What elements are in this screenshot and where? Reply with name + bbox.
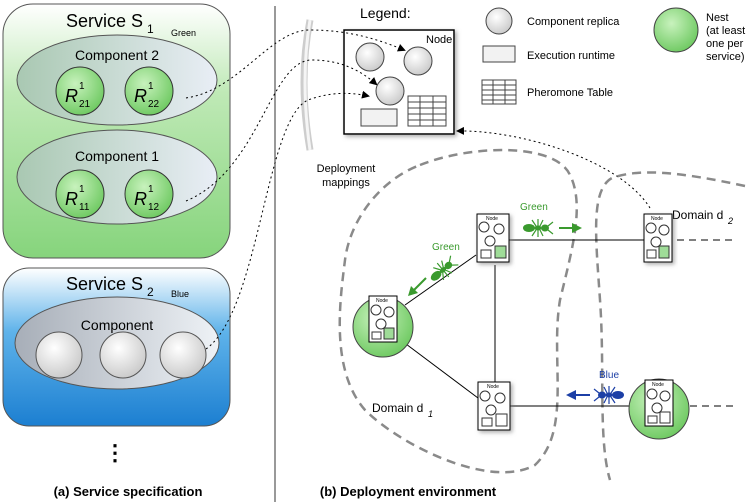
component-s2: Component <box>14 296 220 390</box>
replica-r12-sub: 12 <box>148 202 160 213</box>
node-top-right-content: Node <box>645 216 670 259</box>
replica-r21 <box>55 66 105 116</box>
legend-node-runtime <box>360 108 398 127</box>
ant-green-left-icon <box>430 255 459 281</box>
legend-node-table <box>407 95 447 127</box>
legend-replica-icon <box>485 7 513 35</box>
replica-r22 <box>124 66 174 116</box>
node-top-center-label: Node <box>486 216 498 222</box>
legend-table-label: Pheromone Table <box>527 87 613 99</box>
deployment-label-line1: Deployment <box>317 163 376 175</box>
replica-r22-sup: 1 <box>148 81 154 92</box>
replica-r11-sub: 11 <box>79 202 90 213</box>
service-s2-color-label: Blue <box>171 289 189 299</box>
service-s1-title: Service S <box>66 11 143 31</box>
legend-node-label: Node <box>426 34 452 46</box>
legend: Legend: Node Component replica Execution… <box>343 5 745 135</box>
replica-s2-3 <box>159 331 207 379</box>
service-s1-color-label: Green <box>171 28 196 38</box>
legend-nest-icon <box>653 7 699 53</box>
domain-d2-sub: 2 <box>727 216 733 226</box>
ant-blue-arrowhead <box>566 390 576 400</box>
replica-r21-sub: 21 <box>79 99 91 110</box>
ant-blue-label: Blue <box>599 370 619 381</box>
legend-runtime-label: Execution runtime <box>527 50 615 62</box>
component-s2-title: Component <box>81 317 153 333</box>
node-bottom-center-label: Node <box>487 384 499 390</box>
caption-left: (a) Service specification <box>54 484 203 499</box>
node-left-nest-label: Node <box>376 298 388 304</box>
ant-blue-icon <box>593 386 624 404</box>
component-2-title: Component 2 <box>75 47 159 63</box>
domain-d1-boundary <box>338 148 578 474</box>
ant-green-left-arrowhead <box>408 286 418 296</box>
service-s2-subscript: 2 <box>147 285 154 299</box>
node-bottom-center-content: Node <box>479 384 508 427</box>
replica-r11-sup: 1 <box>79 184 85 195</box>
node-right-nest: Node <box>644 379 674 427</box>
legend-node-replica-3 <box>375 76 405 106</box>
replica-r11 <box>55 169 105 219</box>
legend-title: Legend: <box>360 5 411 21</box>
ant-green-right-label: Green <box>520 202 548 213</box>
domain-d1-sub: 1 <box>428 409 433 419</box>
node-right-nest-label: Node <box>652 382 664 388</box>
legend-nest-line2: (at least <box>706 25 745 37</box>
replica-r21-main: R <box>65 86 78 106</box>
legend-runtime-icon <box>482 45 516 63</box>
legend-replica-label: Component replica <box>527 16 620 28</box>
legend-nest-line1: Nest <box>706 12 729 24</box>
caption-right: (b) Deployment environment <box>320 484 497 499</box>
ant-green-left-label: Green <box>432 242 460 253</box>
legend-reference-arrow <box>456 126 651 209</box>
node-top-right-label: Node <box>651 216 663 222</box>
legend-nest-line4: service) <box>706 51 745 63</box>
replica-s2-1 <box>35 331 83 379</box>
replica-s2-2 <box>99 331 147 379</box>
ant-green-right-icon <box>523 219 554 237</box>
service-s1-subscript: 1 <box>147 22 154 36</box>
ant-green-right-arrowhead <box>572 223 582 233</box>
domain-d1-label: Domain d <box>372 401 423 415</box>
service-s1: Service S 1 Green Component 2 R 1 21 R 1… <box>2 3 231 259</box>
service-s2: Service S 2 Blue Component <box>2 267 231 427</box>
legend-nest-line3: one per <box>706 38 744 50</box>
replica-r22-sub: 22 <box>148 99 160 110</box>
replica-r21-sup: 1 <box>79 81 85 92</box>
component-1-title: Component 1 <box>75 148 159 164</box>
deployment-label-line2: mappings <box>322 177 370 189</box>
network-links <box>404 239 735 407</box>
replica-r12-main: R <box>134 189 147 209</box>
service-s2-title: Service S <box>66 274 143 294</box>
replica-r22-main: R <box>134 86 147 106</box>
more-services-indicator: ⋮ <box>104 440 126 465</box>
replica-r12 <box>124 169 174 219</box>
legend-node-replica-1 <box>355 42 385 72</box>
domain-d2-label: Domain d <box>672 208 723 222</box>
component-1: Component 1 R 1 11 R 1 12 <box>16 129 218 225</box>
node-top-center-content: Node <box>478 216 507 259</box>
component-2: Component 2 R 1 21 R 1 22 <box>16 34 218 126</box>
legend-table-icon <box>481 79 517 105</box>
deployment-mappings: Deployment mappings <box>185 19 406 350</box>
replica-r12-sup: 1 <box>148 184 154 195</box>
legend-node-replica-2 <box>403 46 433 76</box>
replica-r11-main: R <box>65 189 78 209</box>
node-left-nest: Node <box>368 295 398 343</box>
